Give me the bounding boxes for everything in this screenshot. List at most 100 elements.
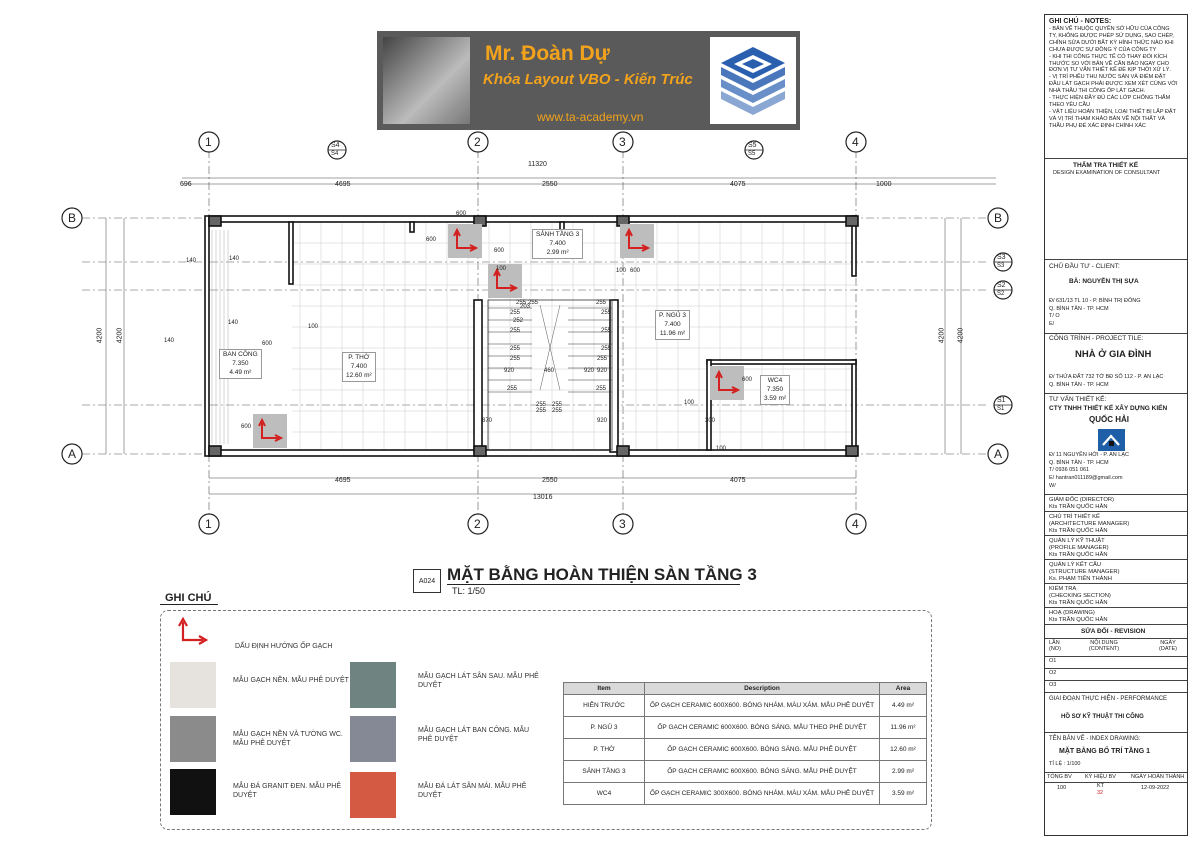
role-person: Kts TRẦN QUỐC HÂN [1049,600,1108,606]
note-line: - BẢN VẼ THUỘC QUYỀN SỞ HỮU CỦA CÔNG [1049,26,1170,32]
note-line: - VẬT LIỆU HOÀN THIỆN, LOẠI THIẾT BỊ LẮP… [1049,108,1176,115]
revision-title: SỬA ĐỔI - REVISION [1081,628,1146,635]
room-area: 3.59 m² [764,394,787,402]
grid-bubble-3 [612,513,634,535]
dim-total-bottom: 13016 [533,494,553,501]
dim-left-height: 4200 [96,327,104,344]
note-line: NHÀ THẦU THI CÔNG ỐP LÁT GẠCH. [1049,88,1146,95]
material-label: MẪU GẠCH NỀN VÀ TƯỜNG WC. MẪU PHÊ DUYỆT [233,731,343,748]
dim-top-segment: 696 [180,181,192,188]
dim-misc: 255 [510,310,521,316]
rev-row: O3 [1049,682,1057,688]
consult-address: E/ hantran011189@gmail.com [1049,475,1123,482]
note-line: VÀ VỊ TRÍ THAM KHẢO BẢN VẼ NỘI THẤT VÀ [1049,115,1166,122]
dim-misc: 140 [228,320,239,326]
project-address: Đ/ THỬA ĐẤT 732 TỜ BĐ SỐ 112 - P. AN LẠC [1049,374,1164,380]
grid-bubble-B [987,207,1009,229]
dim-bottom-segment: 2550 [542,477,558,484]
client-name: BÀ: NGUYỄN THỊ SỰA [1069,278,1139,285]
project-name: NHÀ Ở GIA ĐÌNH [1075,349,1152,360]
drawing-code: A024 [413,569,441,593]
dim-misc: 252 [513,318,524,324]
grid-bubble-1 [198,513,220,535]
dim-misc: 255 [528,300,539,306]
room-area: 12.60 m² [346,371,372,379]
dim-right-height: 4200 [957,327,965,344]
dim-misc: 255 [552,408,563,414]
room-name: P. THỜ [348,354,370,361]
role-person: Kts TRẦN QUỐC HÂN [1049,552,1108,558]
dim-misc: 600 [426,237,437,243]
finish-area: 12.60 m² [879,738,927,761]
dim-misc: 255 [596,300,607,306]
legend-arrow-label: DẤU ĐỊNH HƯỚNG ỐP GẠCH [235,643,333,650]
footer-total: 100 [1057,785,1067,791]
panel-divider [1045,511,1187,512]
dim-misc: 255 [596,386,607,392]
finish-item: WC4 [563,782,645,805]
finish-area: 4.49 m² [879,694,927,717]
tile-direction-icon [258,417,284,442]
finish-header-item: Item [563,682,645,695]
finish-item: P. THỜ [563,738,645,761]
consult-logo-icon [1098,429,1125,451]
panel-divider [1045,158,1187,159]
dim-misc: 600 [742,377,753,383]
grid-bubble-A [987,443,1009,465]
grid-label-1: 1 [205,517,212,531]
project-label: CÔNG TRÌNH - PROJECT TILE: [1049,335,1144,342]
dim-misc: 255 [597,356,608,362]
panel-divider [1045,772,1187,773]
phase-label: GIAI ĐOẠN THỰC HIỆN - PERFORMANCE [1049,696,1168,702]
grid-bubble-4 [845,513,867,535]
panel-divider [1045,680,1187,681]
grid-bubble-3 [612,131,634,153]
dim-misc: 920 [504,368,515,374]
dim-misc: 255 [510,328,521,334]
dim-misc: 920 [597,368,608,374]
material-swatch [350,716,396,762]
dim-misc: 255 [601,346,612,352]
role-title: KIỂM TRA [1049,586,1077,592]
dim-bottom-segment: 4075 [730,477,746,484]
index-value: MẶT BẰNG BỐ TRÍ TẦNG 1 [1059,748,1150,755]
role-title: QUẢN LÝ KỸ THUẬT [1049,538,1105,544]
dim-misc: 140 [164,338,175,344]
consult-address: Đ/ 11 NGUYỄN HỚI - P. AN LẠC [1049,452,1130,458]
section-tag: S1 [997,406,1005,412]
material-swatch [170,662,216,708]
grid-label-3: 3 [619,517,626,531]
rev-row: O1 [1049,658,1057,664]
dim-right-height: 4200 [938,327,946,344]
dim-misc: 600 [262,341,273,347]
grid-bubble-2 [467,131,489,153]
dim-top-segment: 1000 [876,181,892,188]
section-tag: S2 [997,291,1005,297]
dim-misc: 203 [520,304,531,310]
finish-item: HIÊN TRƯỚC [563,694,645,717]
consult-label: TƯ VẤN THIẾT KẾ: [1049,396,1107,403]
rev-header-date: NGÀY (DATE) [1159,640,1177,652]
tile-start-marker [448,224,482,258]
role-person: Ks. PHẠM TIẾN THÀNH [1049,576,1112,582]
dim-misc: 140 [229,256,240,262]
grid-bubble-1 [198,131,220,153]
tile-start-marker [710,366,744,400]
grid-bubble-B [61,207,83,229]
legend-title-underline [160,604,218,605]
tile-direction-icon [715,369,741,394]
client-address: T/ O [1049,313,1060,319]
panel-divider [1045,607,1187,608]
grid-label-2: 2 [474,135,481,149]
note-line: - THỰC HIỆN ĐẦY ĐỦ CÁC LỚP CHỐNG THẤM [1049,95,1171,101]
dim-left-height: 4200 [116,327,124,344]
website-url: www.ta-academy.vn [537,110,644,124]
rev-header-content: NỘI DUNG (CONTENT) [1088,640,1120,652]
dim-misc: 600 [456,211,467,217]
tile-start-marker [620,224,654,258]
